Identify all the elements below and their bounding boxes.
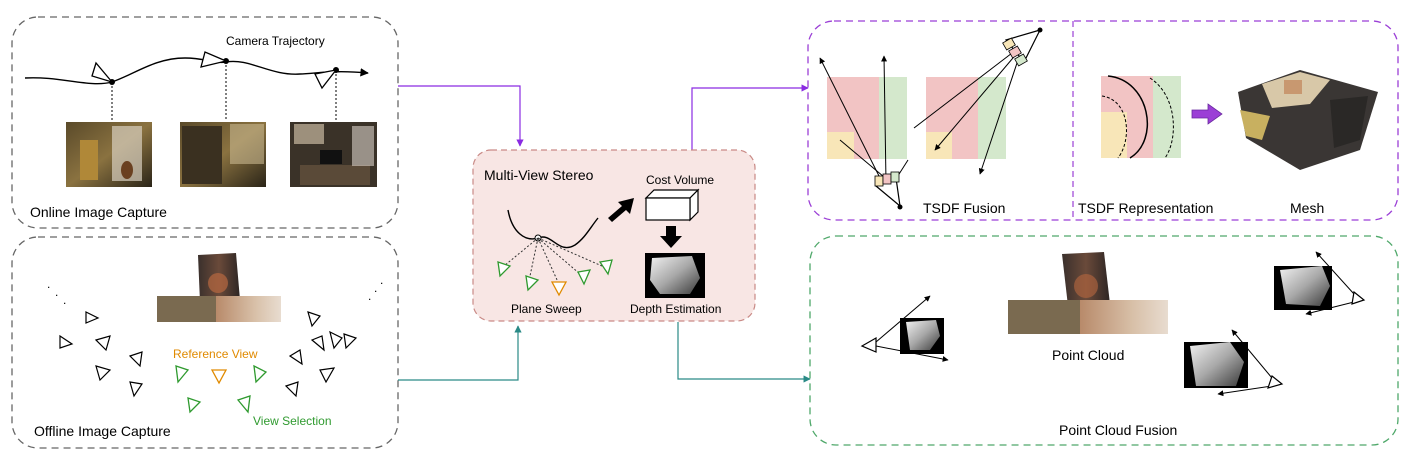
arrow-mvs-to-tsdf [691, 84, 809, 150]
tsdf-representation-label: TSDF Representation [1078, 200, 1213, 216]
svg-text:.: . [55, 285, 58, 299]
camera-trajectory-curve [24, 57, 369, 85]
camera-icon [59, 311, 358, 398]
mvs-title: Multi-View Stereo [484, 167, 594, 183]
view-selection-label: View Selection [253, 414, 332, 428]
camera-icon [314, 69, 338, 90]
tsdf-panel: TSDF Fusion TSDF Representation Mesh [807, 20, 1399, 221]
offline-capture-panel: . . . . . . Refer [11, 236, 399, 449]
cost-volume-icon [644, 188, 700, 222]
online-capture-label: Online Image Capture [30, 204, 167, 220]
captured-frame [180, 122, 266, 187]
arrow-icon [1191, 103, 1223, 125]
camera-icon [1267, 374, 1284, 389]
arrow-online-to-mvs [398, 85, 524, 147]
captured-object [157, 253, 281, 322]
camera-icon [860, 336, 877, 353]
offline-capture-label: Offline Image Capture [34, 423, 171, 439]
svg-text:.: . [380, 273, 383, 287]
tsdf-fusion-label: TSDF Fusion [923, 200, 1005, 216]
camera-icon [1351, 290, 1366, 305]
camera-trajectory-label: Camera Trajectory [226, 34, 325, 48]
selected-view-icon [175, 364, 268, 414]
reference-view-icon [210, 369, 228, 385]
tsdf-representation-grid [1101, 75, 1181, 159]
point-cloud-label: Point Cloud [1052, 347, 1124, 363]
arrow-offline-to-mvs [398, 325, 522, 381]
depth-map [645, 253, 705, 298]
online-capture-panel: Camera Trajectory Online Image Capture [11, 16, 399, 229]
point-cloud-panel: Point Cloud Point Cloud Fusion [809, 235, 1399, 446]
point-cloud-object [1008, 252, 1168, 334]
plane-sweep-label: Plane Sweep [511, 302, 582, 316]
reference-view-label: Reference View [173, 347, 258, 361]
camera-icon [200, 51, 229, 68]
arrow-mvs-to-pointcloud [677, 322, 811, 383]
svg-text:.: . [368, 289, 371, 303]
camera-icon [91, 61, 114, 84]
tsdf-grid [827, 77, 907, 159]
depth-map [900, 318, 944, 354]
svg-text:.: . [47, 277, 50, 291]
depth-map [1184, 342, 1248, 388]
mvs-panel: Multi-View Stereo Plane Sweep Cost Volum… [472, 149, 756, 322]
captured-frame [66, 122, 152, 187]
depth-map [1274, 266, 1332, 310]
svg-text:.: . [374, 281, 377, 295]
point-cloud-fusion-label: Point Cloud Fusion [1059, 422, 1177, 438]
mesh-label: Mesh [1290, 200, 1324, 216]
depth-estimation-label: Depth Estimation [630, 302, 721, 316]
captured-frame [290, 122, 377, 187]
mesh-render [1238, 70, 1378, 170]
cost-volume-label: Cost Volume [646, 173, 714, 187]
svg-text:.: . [63, 293, 66, 307]
